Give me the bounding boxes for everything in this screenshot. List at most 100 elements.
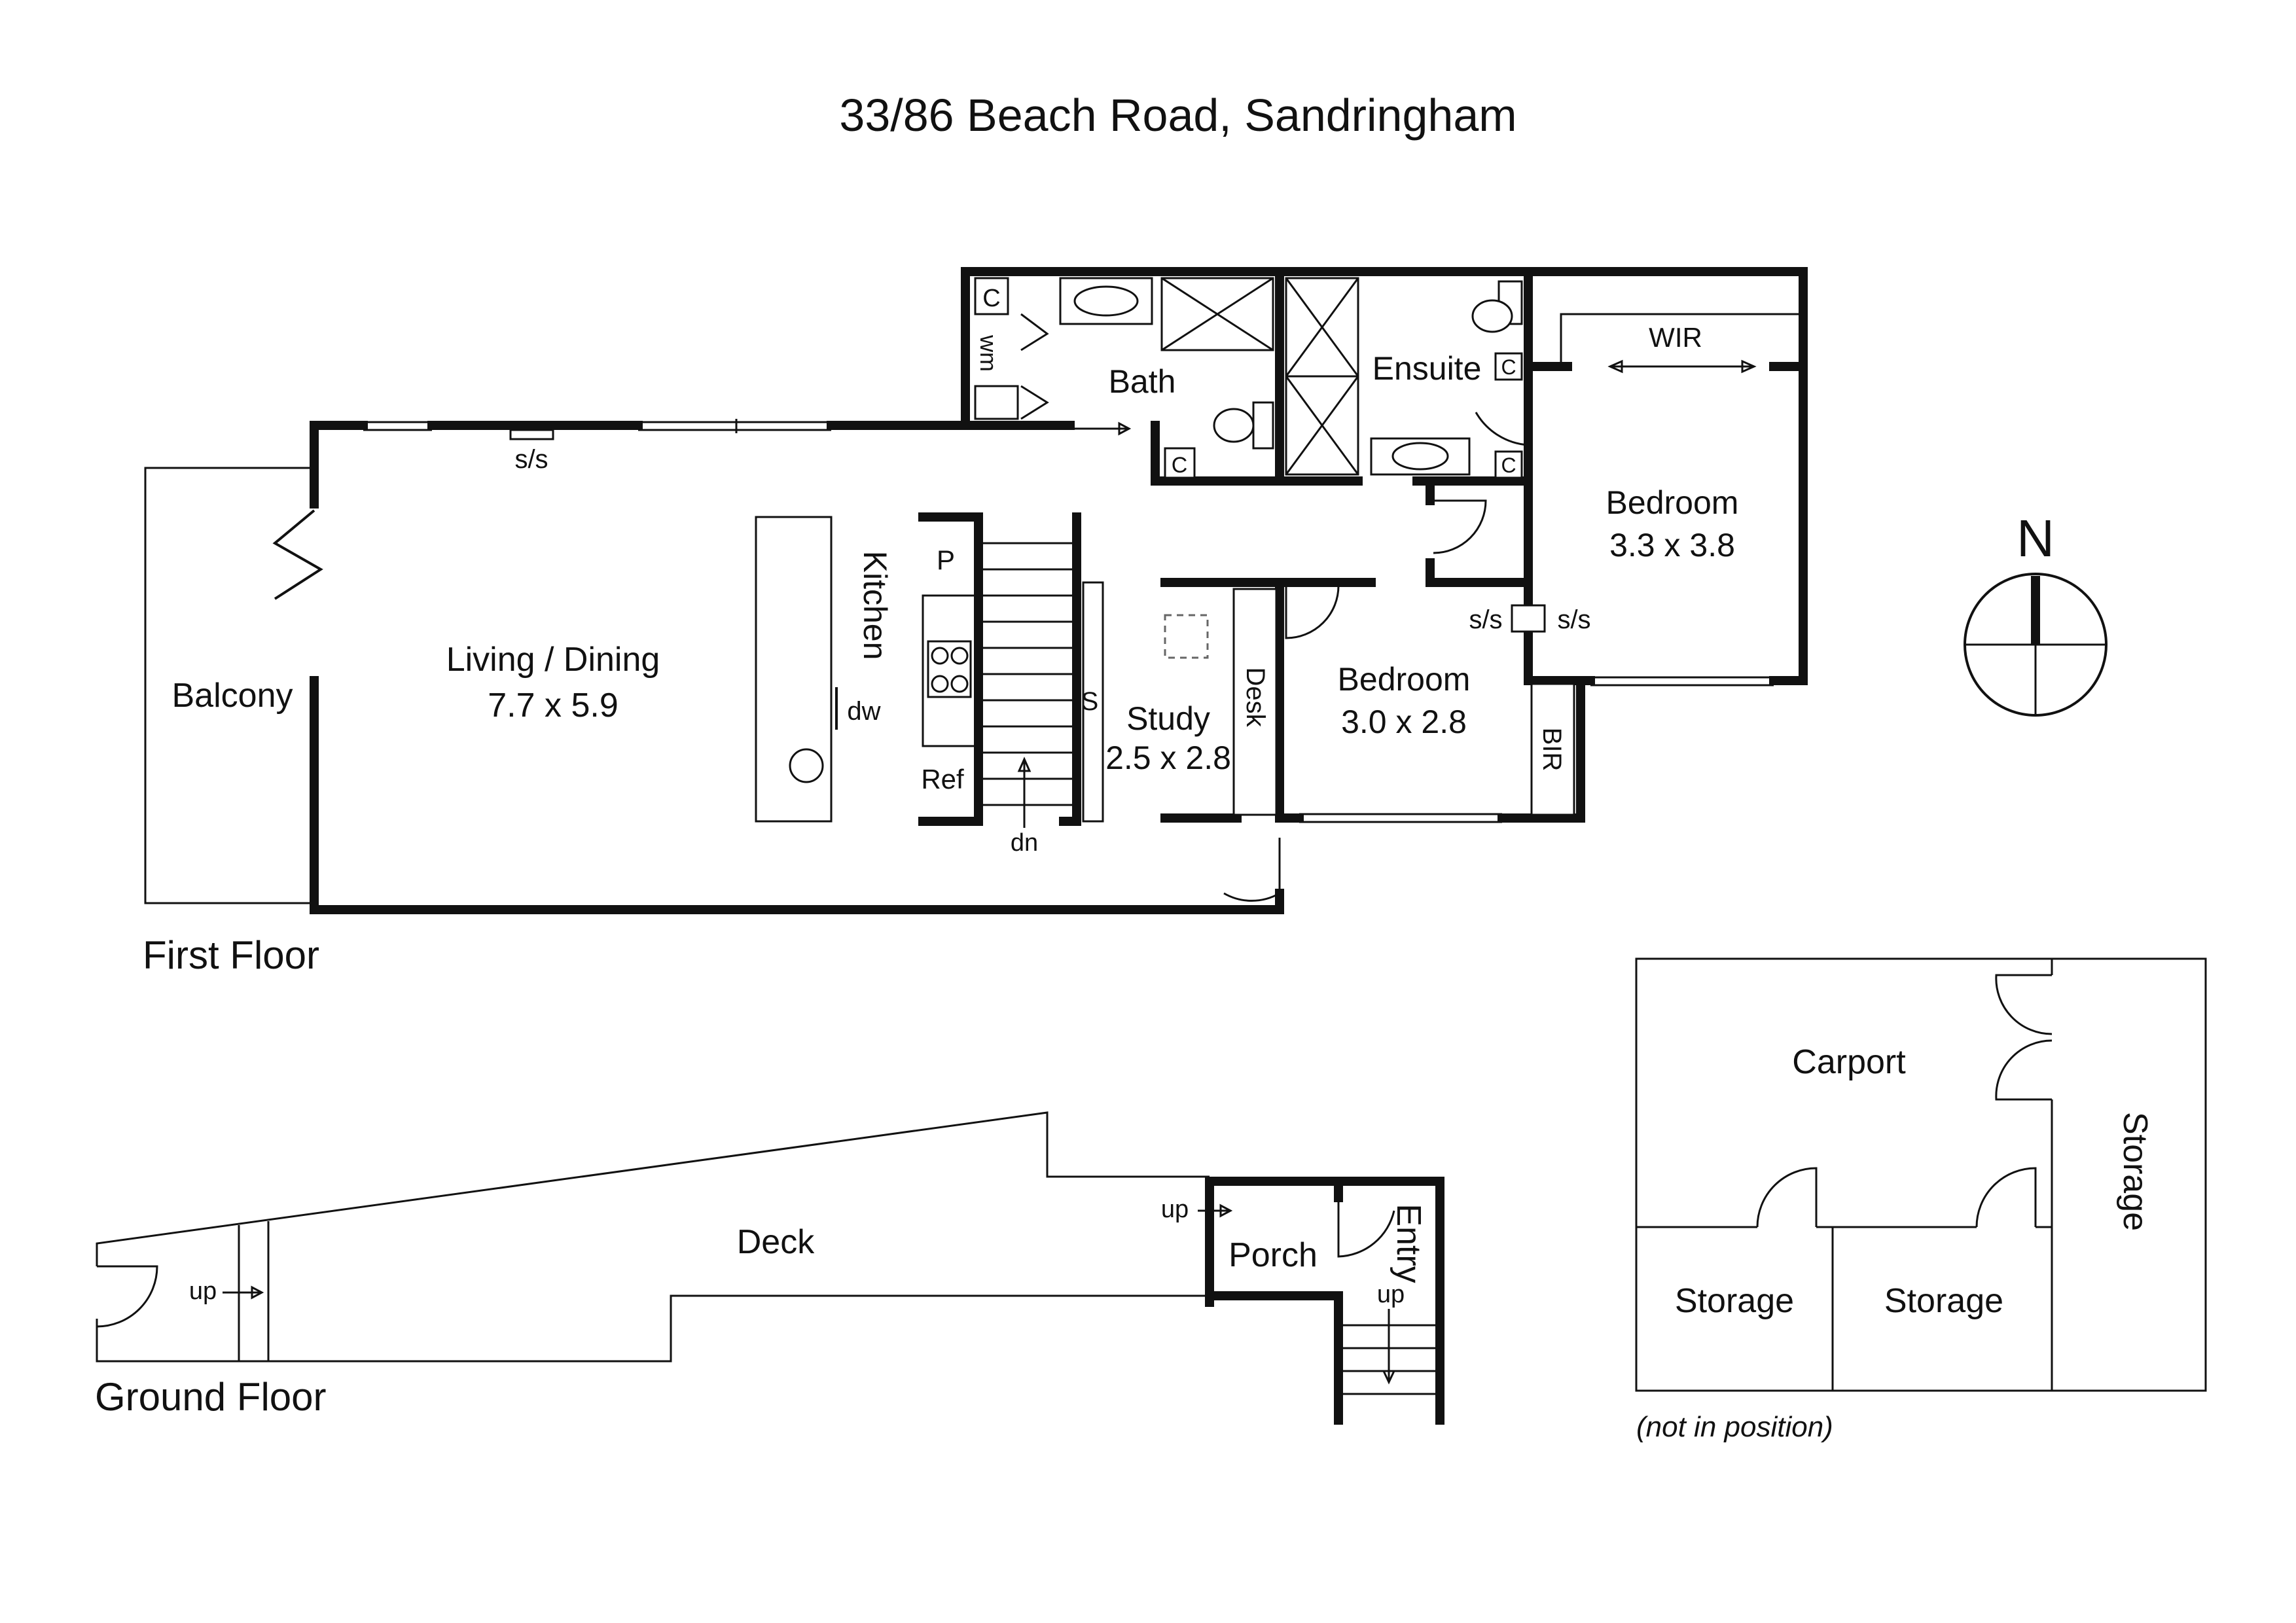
living-wall-top-left (310, 421, 368, 508)
first-floor-label: First Floor (143, 933, 319, 977)
stair-wall-right (1059, 512, 1081, 826)
bath-wall-lower (1151, 267, 1284, 486)
bedroom2-wall-top (1278, 578, 1585, 823)
bedroom1-size: 3.3 x 3.8 (1609, 527, 1735, 563)
ensuite-basin-icon (1391, 442, 1449, 471)
study-desk (1232, 588, 1278, 816)
stair-walls (918, 512, 983, 826)
folding-door (272, 509, 323, 600)
living-size: 7.7 x 5.9 (488, 687, 618, 724)
bedroom2-window (1299, 813, 1502, 823)
carport-block: Carport Storage Storage Storage (not in … (1635, 957, 2207, 1443)
laundry-tub (974, 385, 1019, 420)
label-c-bath2: C (1172, 453, 1188, 478)
entry-wall-left (1205, 1291, 1343, 1425)
north-compass: N (1964, 509, 2108, 717)
label-kitchen: Kitchen (857, 551, 893, 660)
label-up-deck: up (189, 1277, 217, 1305)
ensuite-cupboard-2 (1494, 450, 1523, 479)
carport-outline (1635, 957, 2207, 1392)
deck-name: Deck (737, 1223, 815, 1261)
storage-mid-door (1975, 1167, 2037, 1228)
bath-toilet-icon (1213, 408, 1255, 443)
carport-door-1 (1995, 974, 2053, 1035)
bath-cupboard-bottom (1164, 447, 1196, 479)
storage-left-name: Storage (1675, 1282, 1794, 1320)
label-ss-living: s/s (514, 445, 548, 474)
balcony-outline (144, 467, 314, 904)
kitchen-sink-icon (789, 748, 824, 783)
living-wall-bottom (310, 676, 1284, 914)
label-shelf: S (1081, 687, 1099, 716)
label-desk: Desk (1241, 667, 1270, 727)
laundry-door-1 (1020, 313, 1049, 351)
bath-basin-icon (1073, 285, 1139, 317)
label-stairs-dn: dn (1011, 829, 1038, 857)
deck-gate-swing (96, 1265, 158, 1328)
label-wm: wm (975, 334, 1002, 372)
plan-title: 33/86 Beach Road, Sandringham (839, 90, 1516, 141)
label-bir: BIR (1537, 728, 1566, 772)
storage-left-door (1756, 1167, 1818, 1228)
study-size: 2.5 x 2.8 (1105, 740, 1231, 776)
porch-door-swing (1337, 1198, 1395, 1258)
laundry-door-2 (1020, 385, 1049, 420)
bath-door-arrow (1073, 421, 1132, 436)
compass-north-label: N (2017, 509, 2054, 567)
bir-cupboard (1530, 683, 1575, 816)
label-dw: dw (847, 697, 880, 726)
living-name: Living / Dining (446, 641, 660, 679)
label-c-ensuite1: C (1501, 355, 1516, 379)
bedroom1-window (1590, 676, 1774, 687)
sliding-screen-marker (509, 429, 554, 440)
label-ss-right: s/s (1557, 605, 1590, 634)
porch-name: Porch (1229, 1236, 1318, 1274)
bath-cupboard-top (974, 277, 1009, 315)
entry-stair-arrow-icon (1382, 1309, 1396, 1385)
carport-name: Carport (1792, 1043, 1906, 1081)
bedroom1-name: Bedroom (1606, 484, 1739, 521)
hall-door-swing (1433, 499, 1487, 554)
storage-right-name: Storage (2116, 1112, 2154, 1231)
bedroom2-door-swing (1285, 585, 1340, 639)
living-window-2 (638, 419, 831, 433)
entry-name: Entry (1390, 1204, 1427, 1283)
bath-shower-cross (1161, 277, 1274, 351)
bath-walls (961, 267, 1808, 685)
label-c-ensuite2: C (1501, 454, 1516, 477)
label-wir: WIR (1649, 322, 1702, 353)
carport-door-2 (1995, 1039, 2053, 1101)
label-c-bath1: C (982, 285, 1000, 312)
label-ss-left: s/s (1469, 605, 1502, 634)
sliding-screen-bedroom (1511, 604, 1546, 633)
bedroom2-size: 3.0 x 2.8 (1341, 704, 1467, 740)
deck-outline (96, 1111, 1210, 1363)
label-up-porch: up (1161, 1196, 1189, 1223)
deck-up-arrow (223, 1285, 264, 1300)
wir-rail (1560, 313, 1803, 366)
study-door-swing (1223, 838, 1281, 902)
study-name: Study (1126, 700, 1210, 737)
ensuite-cupboard-1 (1494, 352, 1523, 381)
first-floor: s/s C C wm Bath C C (143, 267, 1808, 977)
living-window-1 (363, 421, 432, 431)
study-shelf (1082, 581, 1104, 823)
balcony-name: Balcony (172, 677, 293, 715)
label-pantry: P (937, 544, 955, 575)
storage-mid-name: Storage (1884, 1282, 2003, 1320)
not-in-position-note: (not in position) (1636, 1411, 1833, 1443)
stair-arrow-icon (1017, 757, 1031, 828)
label-up-entry: up (1377, 1281, 1405, 1308)
wir-double-arrow (1607, 359, 1757, 374)
study-light-marker (1164, 614, 1209, 659)
bedroom2-name: Bedroom (1338, 661, 1471, 698)
bath-toilet-cistern (1252, 401, 1274, 450)
label-fridge: Ref (921, 764, 964, 794)
porch-walls (1205, 1177, 1444, 1425)
label-bath: Bath (1109, 363, 1176, 400)
ensuite-toilet-icon (1471, 299, 1513, 333)
porch-up-arrow (1198, 1204, 1233, 1218)
ground-floor: up Deck up Porch Entry up Ground Floor (95, 1111, 1444, 1425)
ground-floor-label: Ground Floor (95, 1375, 327, 1419)
